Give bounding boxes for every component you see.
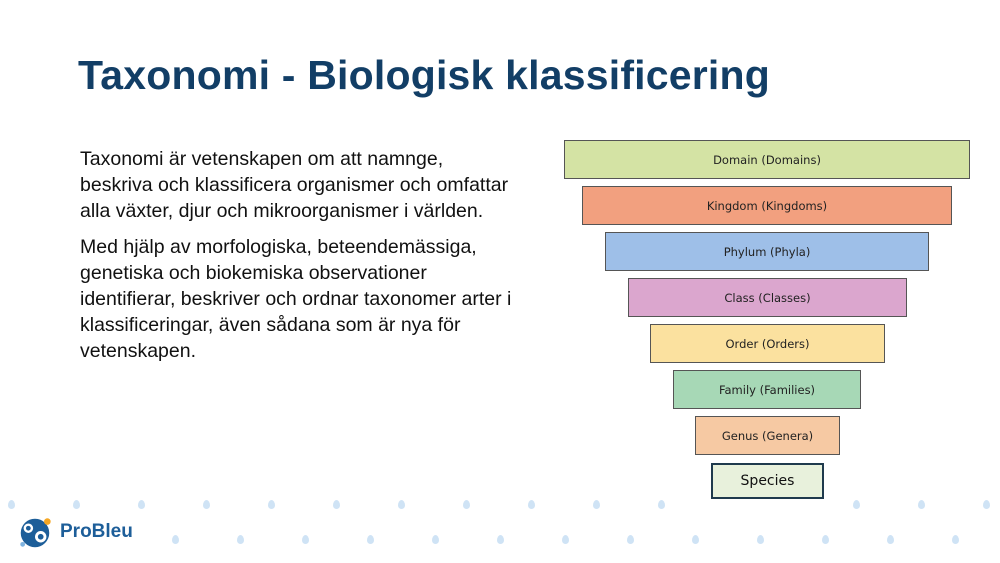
decorative-dot [432,535,439,544]
decorative-dot [237,535,244,544]
probleu-logo-icon [20,518,51,548]
paragraph-methods: Med hjälp av morfologiska, beteendemässi… [80,236,512,362]
decorative-dot [593,500,600,509]
decorative-dot [302,535,309,544]
decorative-dot [398,500,405,509]
paragraph-definition: Taxonomi är vetenskapen om att namnge, b… [80,148,509,222]
body-text: Taxonomi är vetenskapen om att namnge, b… [80,146,520,374]
decorative-dot [822,535,829,544]
decorative-dot [333,500,340,509]
slide-title: Taxonomi - Biologisk klassificering [78,52,771,98]
decorative-dot [562,535,569,544]
decorative-dot [627,535,634,544]
brand-name: ProBleu [60,521,133,542]
decorative-dot [268,500,275,509]
decorative-dot [658,500,665,509]
decorative-dot [853,500,860,509]
decorative-dot [73,500,80,509]
decorative-dot [203,500,210,509]
decorative-dot [528,500,535,509]
decorative-dot [918,500,925,509]
decorative-dot [172,535,179,544]
decorative-dot [367,535,374,544]
decorative-dot [983,500,990,509]
decorative-dot [138,500,145,509]
decorative-dot [463,500,470,509]
decorative-dot [952,535,959,544]
decorative-dot [497,535,504,544]
decorative-dot [692,535,699,544]
decorative-dot [757,535,764,544]
decorative-dot [8,500,15,509]
decorative-dot [887,535,894,544]
probleu-logo: ProBleu [16,513,133,551]
